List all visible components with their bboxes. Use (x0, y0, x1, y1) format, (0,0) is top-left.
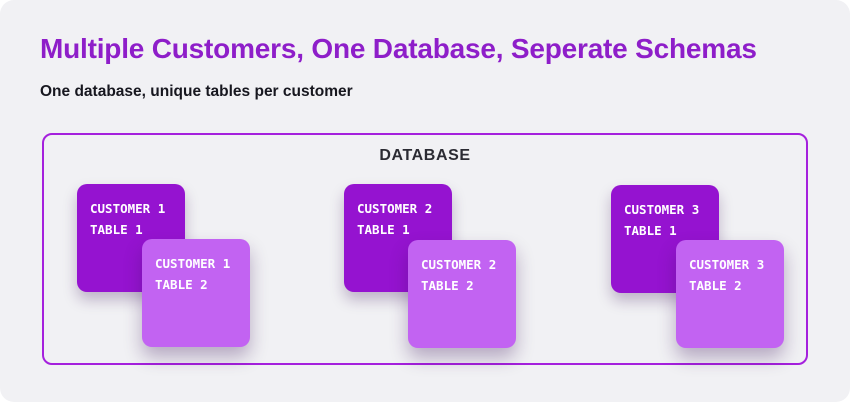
card-customer-line: CUSTOMER 3 (689, 257, 765, 272)
card-table-line: TABLE 2 (155, 277, 208, 292)
card-table-line: TABLE 1 (90, 222, 143, 237)
card-customer1-table1: CUSTOMER 1 TABLE 1 (77, 184, 185, 292)
card-customer-line: CUSTOMER 1 (155, 256, 231, 271)
card-customer3-table2: CUSTOMER 3 TABLE 2 (676, 240, 784, 348)
card-customer2-table2: CUSTOMER 2 TABLE 2 (408, 240, 516, 348)
database-label: DATABASE (379, 147, 471, 164)
database-container: DATABASE CUSTOMER 1 TABLE 1 CUSTOMER 1 T… (42, 133, 808, 365)
page-subtitle: One database, unique tables per customer (40, 83, 353, 100)
card-customer-line: CUSTOMER 3 (624, 202, 700, 217)
card-customer-line: CUSTOMER 2 (421, 257, 497, 272)
card-customer-line: CUSTOMER 2 (357, 201, 433, 216)
card-table-line: TABLE 2 (421, 278, 474, 293)
card-table-line: TABLE 1 (357, 222, 410, 237)
card-customer1-table2: CUSTOMER 1 TABLE 2 (142, 239, 250, 347)
page-title: Multiple Customers, One Database, Sepera… (40, 33, 757, 64)
card-table-line: TABLE 1 (624, 223, 677, 238)
card-table-line: TABLE 2 (689, 278, 742, 293)
card-customer-line: CUSTOMER 1 (90, 201, 166, 216)
